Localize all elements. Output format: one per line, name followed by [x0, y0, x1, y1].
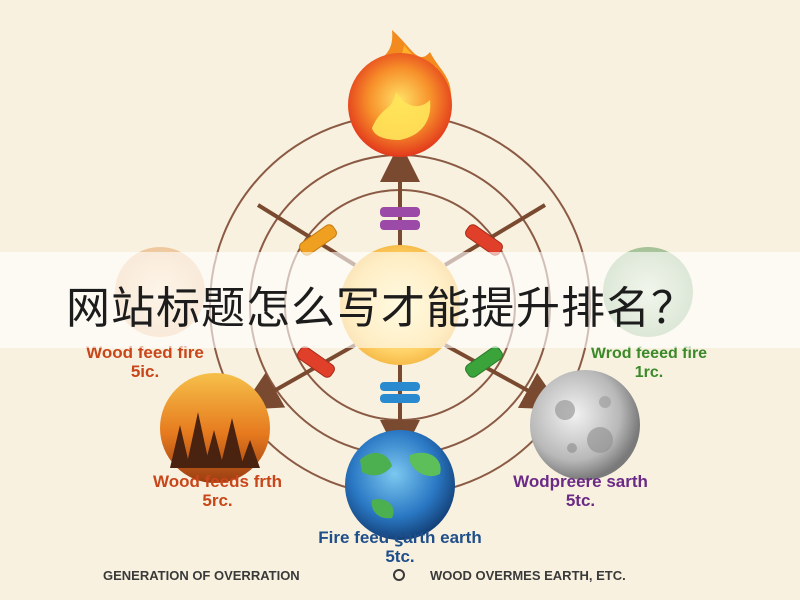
connector-top-right — [465, 224, 503, 256]
label-earth-line2: 5tc. — [385, 547, 415, 566]
label-wood-fire: Wood feed fire 5ic. — [70, 343, 220, 381]
label-earth: Fire feed ϛarth earth 5tc. — [300, 528, 500, 566]
label-forest: Wood feeds frth 5rc. — [135, 472, 300, 510]
connector-bottom — [380, 382, 420, 403]
footer-right-text: WOOD OVERMES EARTH, ETC. — [430, 568, 626, 583]
forest-orb-icon — [160, 373, 270, 483]
earth-globe-icon — [345, 430, 455, 540]
overlay-title: 网站标题怎么写才能提升排名？ — [66, 283, 696, 334]
label-forest-line1: Wood feeds frth — [152, 472, 283, 491]
arrow-to-moon — [444, 343, 563, 410]
label-wood-fire-line2: 5ic. — [130, 362, 160, 381]
title-banner — [0, 252, 800, 348]
label-moon: Wodpreere sarth 5tc. — [493, 472, 668, 510]
fire-orb-icon — [348, 30, 452, 157]
connector-top — [380, 207, 420, 230]
connector-bottom-left — [297, 346, 335, 378]
label-moon-line2: 5tc. — [565, 491, 596, 510]
label-forest-line2: 5rc. — [202, 491, 233, 510]
label-moon-line1: Wodpreere sarth — [513, 472, 648, 491]
footer-caption: GENERATION OF OVERRATION WOOD OVERMES EA… — [0, 566, 800, 588]
connector-top-left — [299, 224, 337, 256]
footer-left-text: GENERATION OF OVERRATION — [103, 568, 300, 583]
connector-bottom-right — [465, 346, 503, 378]
label-green-orb-line1: Wrod feeed fire — [590, 345, 708, 362]
moon-orb-icon — [530, 370, 640, 480]
label-green-orb-line2: 1rc. — [634, 364, 664, 381]
arrow-to-forest — [240, 343, 356, 410]
label-earth-line1: Fire feed ϛarth earth — [318, 528, 482, 547]
label-green-orb: Wrod feeed fire 1rc. — [574, 344, 724, 382]
footer-circle-icon — [393, 569, 405, 581]
